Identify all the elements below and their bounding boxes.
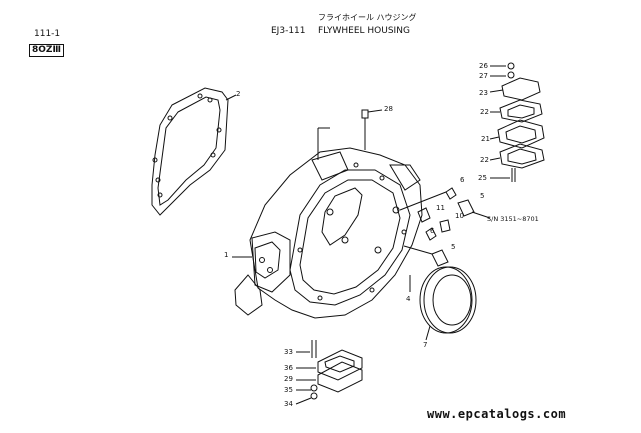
part-label: 34 xyxy=(284,400,293,408)
part-label: 25 xyxy=(478,174,487,182)
part-label: 10 xyxy=(455,212,464,220)
page-reference: 111-1 xyxy=(34,29,61,39)
part-label: 21 xyxy=(481,135,490,143)
part-label: 7 xyxy=(423,341,428,349)
part-label: 36 xyxy=(284,364,293,372)
part-label: 22 xyxy=(480,108,489,116)
oil-seal-part-7 xyxy=(419,266,477,341)
part-label: 5 xyxy=(480,192,485,200)
footer-link[interactable]: www.epcatalogs.com xyxy=(427,407,567,421)
flywheel-housing-part-1 xyxy=(232,127,423,319)
part-label: 4 xyxy=(406,295,411,303)
part-label: 29 xyxy=(284,375,293,383)
part-label: 35 xyxy=(284,386,293,394)
part-label: 6 xyxy=(430,227,435,235)
model-badge: 8OZⅢ xyxy=(29,44,64,57)
bottom-cover-stack xyxy=(295,340,363,405)
part-label: 26 xyxy=(479,62,488,70)
title-japanese: フライホイール ハウジング xyxy=(318,13,417,22)
part-label: 33 xyxy=(284,348,293,356)
bolt-part-28 xyxy=(361,109,383,150)
part-label: 11 xyxy=(436,204,445,212)
serial-number-note: S/N 3151~8701 xyxy=(487,215,539,223)
gasket-part-2 xyxy=(151,87,237,216)
part-label: 22 xyxy=(480,156,489,164)
part-label: 2 xyxy=(236,90,241,98)
part-label: 5 xyxy=(451,243,456,251)
part-label: 23 xyxy=(479,89,488,97)
drawing-code: EJ3-111 xyxy=(271,26,306,36)
part-label: 28 xyxy=(384,105,393,113)
part-label: 1 xyxy=(224,251,229,259)
cover-stack-parts xyxy=(489,62,545,182)
part-label: 6 xyxy=(460,176,465,184)
part-label: 27 xyxy=(479,72,488,80)
page-title: FLYWHEEL HOUSING xyxy=(318,26,410,36)
bolt-group-parts xyxy=(399,187,491,292)
